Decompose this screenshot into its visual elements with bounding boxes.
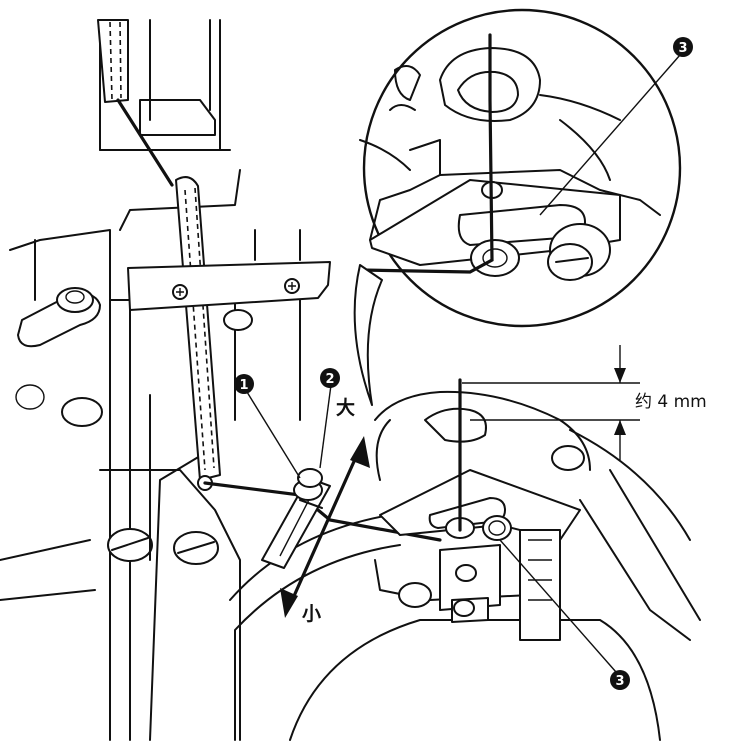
nut-middle	[223, 309, 253, 331]
screw-left-2	[173, 531, 219, 565]
hole-left	[15, 384, 45, 410]
magnified-inset	[358, 8, 682, 328]
slotted-link	[17, 287, 101, 348]
thread-tension-guide	[261, 468, 331, 569]
svg-text:3: 3	[615, 674, 624, 689]
inset-connector	[353, 264, 383, 406]
adjust-direction-arrow	[280, 436, 370, 618]
stud-right	[551, 445, 585, 471]
label-large: 大	[336, 396, 355, 419]
inset-set-screw	[547, 223, 611, 281]
label-small: 小	[302, 603, 321, 625]
callout-1: 1	[234, 374, 254, 394]
screw-left-1	[107, 528, 153, 562]
thread-guide-tube	[97, 19, 221, 491]
leader-lines	[246, 54, 681, 673]
set-screw-3	[482, 515, 512, 541]
dimension-label: 约 4 mm	[635, 392, 707, 412]
callout-2: 2	[320, 368, 340, 388]
callout-3-lower: 3	[610, 670, 630, 690]
take-up-assembly	[374, 378, 591, 641]
svg-text:1: 1	[239, 378, 248, 393]
dimension-marker	[462, 345, 640, 460]
svg-text:3: 3	[678, 41, 687, 56]
stud-left	[61, 397, 103, 427]
svg-text:2: 2	[325, 372, 334, 387]
callout-3-inset: 3	[673, 37, 693, 57]
guide-bracket-plate	[127, 261, 331, 311]
